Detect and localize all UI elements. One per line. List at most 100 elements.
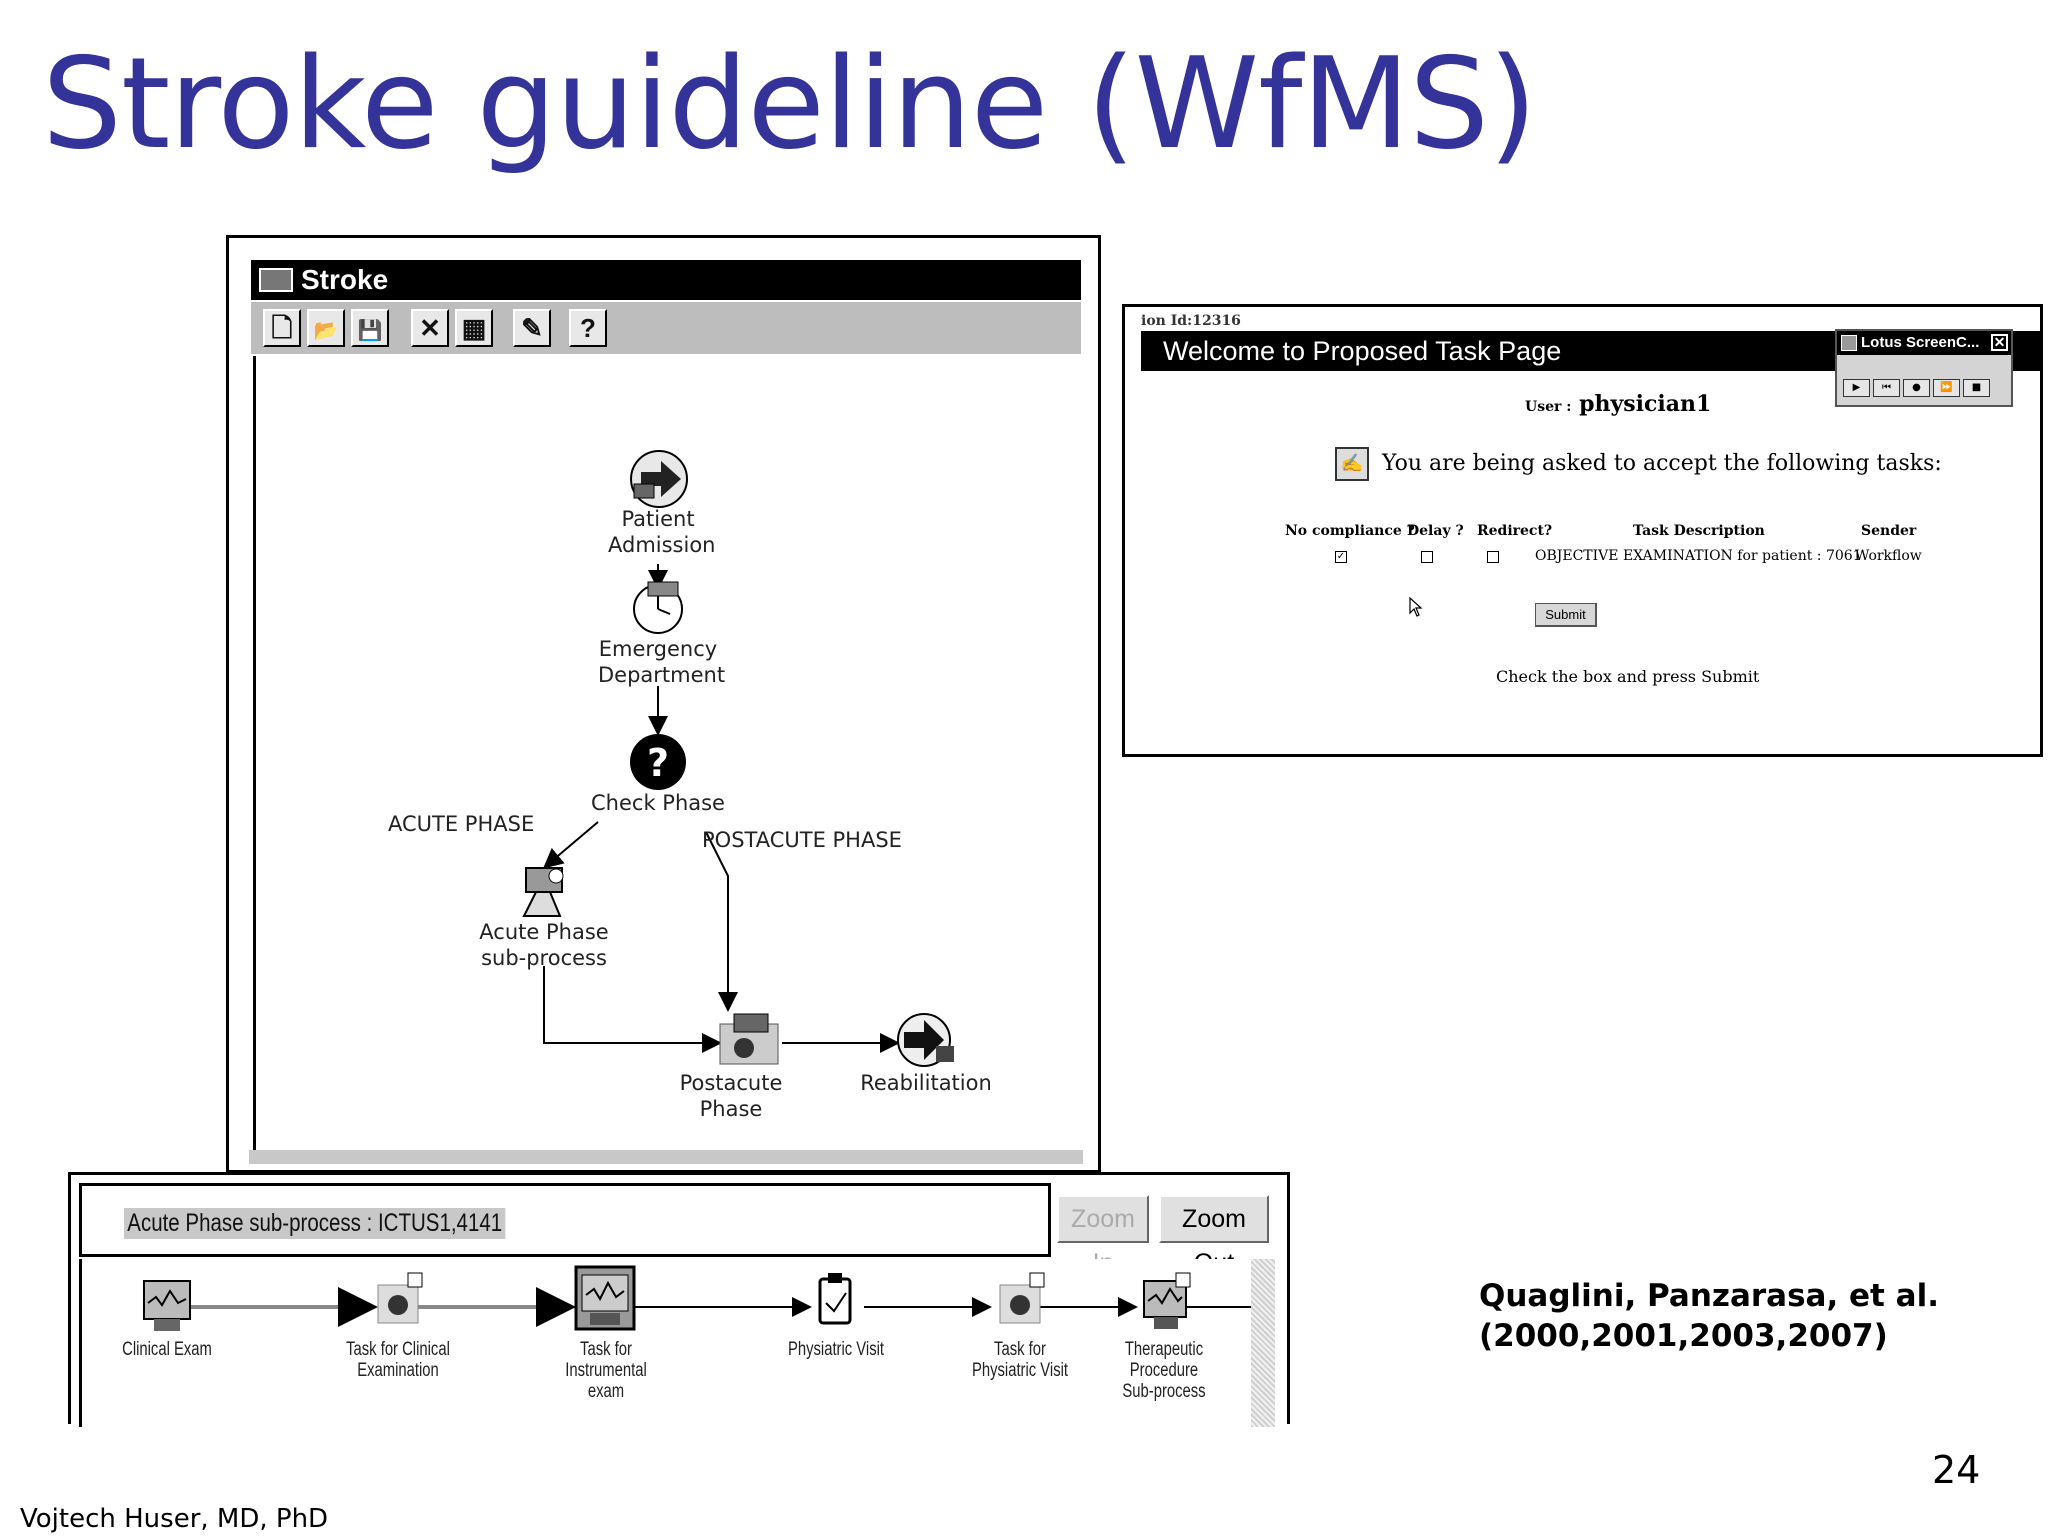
step-therapeutic-procedure: Therapeutic Procedure Sub-process [1109, 1339, 1218, 1402]
column-delay: Delay ? [1407, 523, 1464, 539]
subprocess-canvas: Clinical Exam Task for Clinical Examinat… [79, 1259, 1254, 1427]
node-label-line: Check Phase [591, 791, 725, 815]
citation-years: (2000,2001,2003,2007) [1479, 1318, 1888, 1354]
citation: Quaglini, Panzarasa, et al. (2000,2001,2… [1479, 1276, 1939, 1356]
subprocess-diagram [143, 1265, 1254, 1331]
node-label-reabilitation: Reabilitation [856, 1070, 996, 1096]
fast-forward-icon[interactable]: ⏩ [1933, 379, 1960, 397]
node-label-line: Postacute [679, 1071, 783, 1095]
node-label-postacute-phase: Postacute Phase [676, 1070, 786, 1122]
pencil-icon: ✎ [521, 313, 543, 343]
properties-button[interactable]: ▦ [455, 309, 493, 347]
stop-icon[interactable]: ■ [1963, 379, 1990, 397]
redirect-checkbox[interactable] [1487, 551, 1499, 563]
workflow-canvas: ? Patient Admission [253, 356, 1079, 1156]
step-label-line: Clinical Exam [122, 1339, 212, 1360]
citation-authors: Quaglini, Panzarasa, et al. [1479, 1278, 1939, 1314]
delete-button[interactable]: ✕ [411, 309, 449, 347]
decision-question-icon[interactable]: ? [630, 734, 686, 790]
postacute-phase-gear-icon[interactable] [719, 1013, 779, 1065]
skip-back-icon[interactable]: ⏮ [1873, 379, 1900, 397]
workflow-diagram: ? [522, 450, 954, 1067]
workflow-app-icon [259, 268, 293, 292]
edge-label-acute-phase: ACUTE PHASE [388, 812, 535, 836]
record-icon[interactable]: ● [1903, 379, 1930, 397]
patient-admission-icon[interactable] [630, 450, 688, 508]
close-icon[interactable]: ✕ [1991, 334, 2008, 351]
node-label-line: Admission [608, 533, 716, 557]
task-gear-icon[interactable] [999, 1272, 1045, 1324]
clipboard-icon[interactable] [818, 1273, 852, 1325]
step-label-line: Task for Clinical [346, 1339, 450, 1360]
save-button[interactable]: 💾 [351, 309, 389, 347]
monitor-icon[interactable] [143, 1280, 191, 1331]
subprocess-title-box: Acute Phase sub-process : ICTUS1,4141 [79, 1183, 1051, 1257]
node-label-line: Acute Phase [479, 920, 609, 944]
therapeutic-subprocess-icon[interactable] [1143, 1272, 1191, 1329]
stroke-window-titlebar: Stroke [251, 260, 1081, 300]
delete-icon: ✕ [419, 313, 441, 343]
step-label-line: Examination [357, 1360, 439, 1381]
horizontal-scrollbar[interactable] [249, 1150, 1083, 1164]
subprocess-window: Acute Phase sub-process : ICTUS1,4141 Zo… [68, 1172, 1290, 1427]
slide-author: Vojtech Huser, MD, PhD [20, 1504, 329, 1534]
save-icon: 💾 [357, 320, 383, 342]
task-request-icon: ✍ [1335, 447, 1369, 481]
zoom-in-button[interactable]: Zoom In [1057, 1195, 1149, 1277]
open-button[interactable]: 📂 [307, 309, 345, 347]
column-redirect: Redirect? [1477, 523, 1553, 539]
user-name: physician1 [1579, 391, 1712, 417]
new-file-icon: 🗋 [271, 313, 293, 343]
node-label-line: Phase [699, 1097, 763, 1121]
node-label-check-phase: Check Phase [588, 790, 728, 816]
task-message: ✍ You are being asked to accept the foll… [1335, 447, 1942, 481]
properties-icon: ▦ [461, 313, 487, 343]
sender-cell: Workflow [1855, 548, 1922, 564]
step-physiatric-visit: Physiatric Visit [766, 1339, 906, 1360]
no-compliance-checkbox[interactable]: ✓ [1335, 551, 1347, 563]
subprocess-title: Acute Phase sub-process : ICTUS1,4141 [124, 1208, 506, 1239]
step-clinical-exam: Clinical Exam [116, 1339, 217, 1360]
slide-title: Stroke guideline (WfMS) [42, 30, 1537, 177]
step-label-line: Physiatric Visit [787, 1339, 885, 1360]
delay-checkbox[interactable] [1421, 551, 1433, 563]
node-label-acute-phase: Acute Phase sub-process [474, 919, 614, 971]
stroke-toolbar: 🗋 📂 💾 ✕ ▦ ✎ ? [251, 302, 1081, 354]
stroke-workflow-window: Stroke 🗋 📂 💾 ✕ ▦ ✎ ? [226, 235, 1101, 1173]
column-sender: Sender [1861, 523, 1917, 539]
mouse-cursor-icon [1409, 597, 1423, 617]
step-task-physiatric-visit: Task for Physiatric Visit [950, 1339, 1090, 1381]
step-task-clinical-examination: Task for Clinical Examination [336, 1339, 461, 1381]
lotus-titlebar: Lotus ScreenC... ✕ [1837, 331, 2011, 355]
emergency-clock-icon[interactable] [633, 581, 683, 634]
instrumental-monitor-icon[interactable] [574, 1265, 636, 1331]
step-label-line: Physiatric Visit [971, 1360, 1069, 1381]
lotus-screencam-window[interactable]: Lotus ScreenC... ✕ ▶⏮●⏩■ [1835, 329, 2013, 407]
vertical-scrollbar[interactable] [1251, 1259, 1275, 1427]
play-icon[interactable]: ▶ [1843, 379, 1870, 397]
session-id: ion Id:12316 [1141, 313, 1241, 329]
stroke-window-title: Stroke [301, 264, 389, 295]
submit-hint: Check the box and press Submit [1496, 667, 1760, 686]
edge-label-postacute-phase: POSTACUTE PHASE [702, 828, 902, 852]
step-task-instrumental-exam: Task for Instrumental exam [551, 1339, 660, 1402]
help-button[interactable]: ? [569, 309, 607, 347]
node-label-emergency-department: Emergency Department [598, 636, 726, 688]
new-file-button[interactable]: 🗋 [263, 309, 301, 347]
column-task-description: Task Description [1633, 523, 1765, 539]
edit-button[interactable]: ✎ [513, 309, 551, 347]
step-label-line: Procedure [1129, 1360, 1199, 1381]
node-label-line: Department [598, 663, 726, 687]
step-label-line: Instrumental [565, 1360, 647, 1381]
submit-button[interactable]: Submit [1535, 603, 1597, 627]
node-label-patient-admission: Patient Admission [608, 506, 716, 558]
step-label-line: Task for [580, 1339, 632, 1360]
proposed-task-window: ion Id:12316 Welcome to Proposed Task Pa… [1122, 304, 2043, 757]
user-label: User : [1525, 399, 1572, 415]
zoom-out-button[interactable]: Zoom Out [1159, 1195, 1269, 1277]
lotus-title: Lotus ScreenC... [1861, 334, 1980, 351]
page-number: 24 [1932, 1448, 1981, 1492]
reabilitation-icon[interactable] [897, 1013, 954, 1067]
acute-phase-subprocess-icon[interactable] [522, 867, 564, 917]
task-gear-icon[interactable] [377, 1272, 423, 1324]
